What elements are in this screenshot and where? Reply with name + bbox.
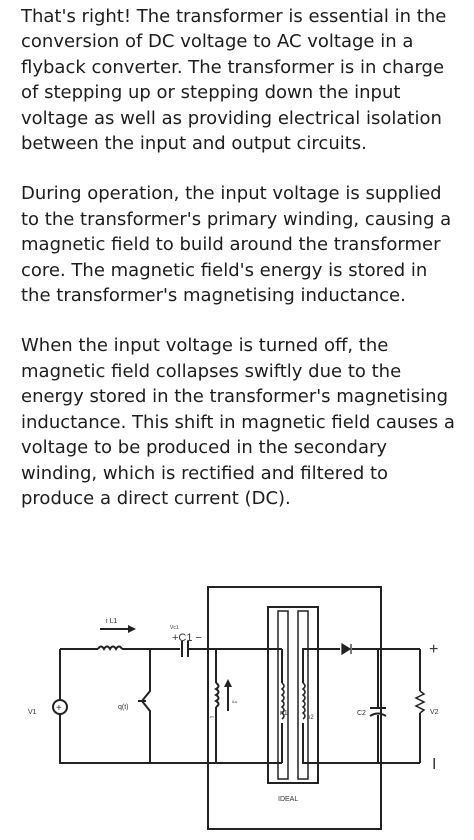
ideal-transformer-box xyxy=(267,606,319,784)
core-right xyxy=(297,610,309,780)
switch-wire xyxy=(140,649,151,763)
label-plus: + xyxy=(429,641,438,658)
ilu-arrowhead xyxy=(224,679,232,687)
il1-arrowhead xyxy=(128,625,136,633)
label-vc1: Vc1 xyxy=(170,625,179,631)
diode xyxy=(341,642,352,656)
label-minus: I xyxy=(432,756,436,773)
paragraph-3: When the input voltage is turned off, th… xyxy=(21,335,455,509)
v1-source xyxy=(52,699,68,715)
paragraph-1: That's right! The transformer is essenti… xyxy=(21,6,447,155)
label-qt: q(t) xyxy=(118,704,129,711)
label-il1: i L1 xyxy=(106,618,117,625)
load-resistor xyxy=(414,690,426,714)
v1-source-sign: + xyxy=(56,703,62,714)
c2-plate-bottom xyxy=(369,712,387,717)
secondary-coil xyxy=(301,682,306,720)
label-n1: n1 xyxy=(280,710,288,717)
primary-coil xyxy=(280,682,285,720)
label-v2: V2 xyxy=(430,709,439,716)
answer-text: That's right! The transformer is essenti… xyxy=(21,4,461,536)
secondary-bottom xyxy=(302,723,420,764)
label-c1: +C1 − xyxy=(172,632,202,644)
flyback-circuit-diagram: + i L1 Vc1 +C1 − V1 q(t) Lm iLu n1 n2 C2… xyxy=(28,586,439,830)
paragraph-2: During operation, the input voltage is s… xyxy=(21,183,452,307)
label-ilu: iLu xyxy=(232,699,237,704)
core-left xyxy=(277,610,289,780)
label-ideal: IDEAL xyxy=(278,796,298,803)
inductor-l1 xyxy=(97,645,123,651)
label-lm: Lm xyxy=(208,714,214,719)
transformer-box xyxy=(207,586,382,830)
label-v1: V1 xyxy=(28,709,37,716)
label-c2: C2 xyxy=(357,710,366,717)
inductor-lm xyxy=(214,682,220,708)
secondary-top xyxy=(302,648,340,683)
label-n2: n2 xyxy=(307,715,314,721)
input-left-wire xyxy=(59,649,282,764)
